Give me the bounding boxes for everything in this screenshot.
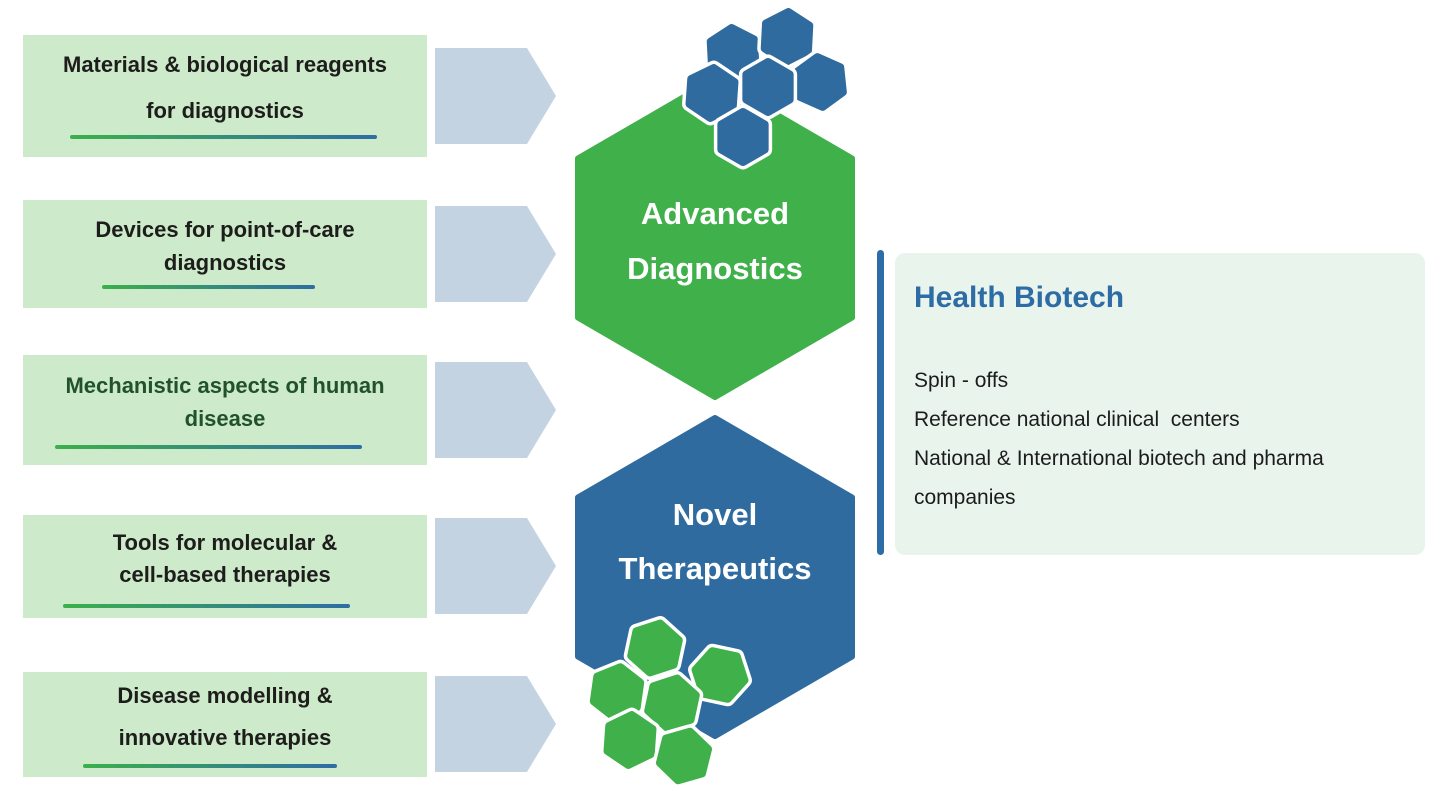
hexagon-graphic — [540, 0, 900, 800]
research-area-line: Mechanistic aspects of human — [65, 373, 385, 398]
research-area-box-devices: Devices for point-of-care diagnostics — [23, 200, 427, 308]
gradient-underline — [83, 764, 337, 768]
panel-list-item: National & International biotech and pha… — [914, 447, 1330, 509]
panel-accent-bar — [877, 250, 884, 555]
hex-label-line: Therapeutics — [618, 551, 812, 586]
research-area-box-mechanistic: Mechanistic aspects of human disease — [23, 355, 427, 465]
right-arrow-shape — [435, 518, 556, 614]
health-biotech-panel: Health Biotech Spin - offs Reference nat… — [895, 253, 1425, 555]
gradient-underline — [70, 135, 377, 139]
novel-therapeutics-label: Novel Therapeutics — [565, 488, 865, 596]
research-area-line: Materials & biological reagents — [63, 52, 387, 77]
panel-list-item: Spin - offs — [914, 369, 1009, 392]
gradient-underline — [55, 445, 362, 449]
research-area-line: innovative therapies — [118, 724, 332, 750]
hex-label-line: Advanced — [640, 196, 790, 231]
research-area-line: Disease modelling & — [117, 682, 333, 708]
advanced-diagnostics-label: Advanced Diagnostics — [565, 186, 865, 296]
hex-label-line: Diagnostics — [627, 251, 803, 286]
right-arrow-shape — [435, 206, 556, 302]
hex-label-line: Novel — [672, 497, 758, 532]
research-area-box-materials: Materials & biological reagents for diag… — [23, 35, 427, 157]
research-area-line: diagnostics — [163, 250, 287, 275]
research-area-box-tools: Tools for molecular & cell-based therapi… — [23, 515, 427, 618]
panel-title: Health Biotech — [914, 281, 1125, 314]
research-area-line: Devices for point-of-care — [95, 217, 355, 242]
panel-list: Spin - offs Reference national clinical … — [914, 361, 1409, 517]
right-arrow-shape — [435, 676, 556, 772]
panel-list-item: Reference national clinical centers — [914, 408, 1240, 431]
research-area-line: disease — [184, 406, 266, 431]
right-arrow-shape — [435, 362, 556, 458]
research-area-line: Tools for molecular & — [112, 529, 338, 555]
research-area-box-disease-modelling: Disease modelling & innovative therapies — [23, 672, 427, 777]
right-arrow-shape — [435, 48, 556, 144]
research-area-line: cell-based therapies — [119, 561, 331, 587]
research-area-line: for diagnostics — [146, 98, 304, 123]
gradient-underline — [102, 285, 315, 289]
gradient-underline — [63, 604, 350, 608]
